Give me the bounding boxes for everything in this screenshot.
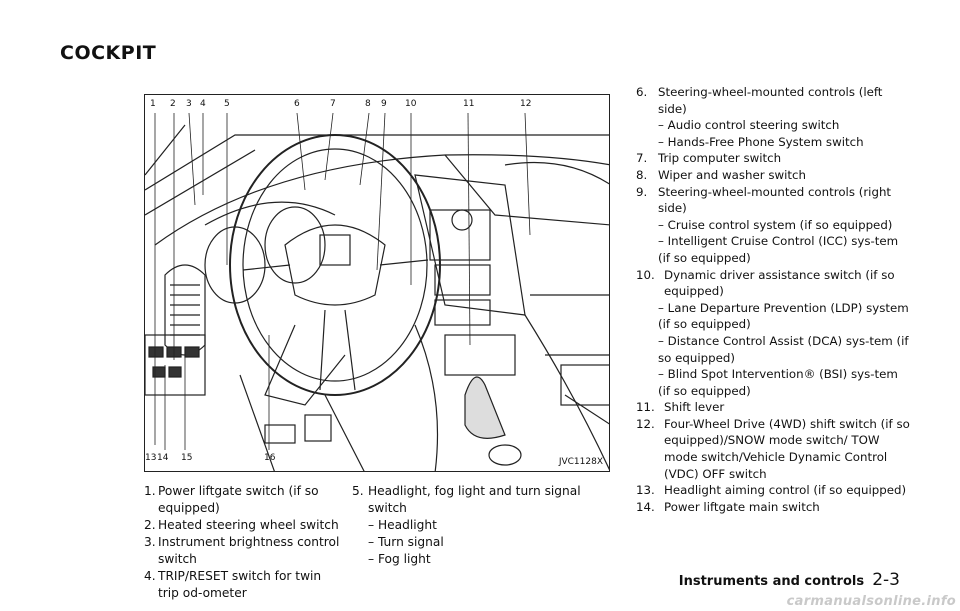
item-number: 9. xyxy=(636,184,648,199)
list-column-1: 1. Power liftgate switch (if so equipped… xyxy=(144,483,344,602)
list-item: 11. Shift lever xyxy=(636,399,911,416)
item-text: Steering-wheel-mounted controls (left si… xyxy=(658,85,883,116)
page-footer: Instruments and controls 2-3 xyxy=(679,570,900,590)
item-number: 12. xyxy=(636,416,655,431)
item-text: Headlight aiming control (if so equipped… xyxy=(664,483,907,498)
item-text: Heated steering wheel switch xyxy=(158,518,339,532)
item-number: 4. xyxy=(144,569,156,583)
figure-id: JVC1128X xyxy=(558,457,603,467)
callout-14: 14 xyxy=(157,453,169,463)
sub-item: – Audio control steering switch xyxy=(658,118,840,133)
item-text: Instrument brightness control switch xyxy=(158,535,340,566)
callout-2: 2 xyxy=(170,99,176,109)
page-title: COCKPIT xyxy=(60,42,157,64)
item-number: 13. xyxy=(636,483,655,498)
list-item: 3. Instrument brightness control switch xyxy=(144,534,344,568)
item-number: 8. xyxy=(636,167,648,182)
callout-8: 8 xyxy=(365,99,371,109)
sub-item: – Hands-Free Phone System switch xyxy=(658,134,864,149)
sub-item: – Turn signal xyxy=(368,535,444,549)
list-item: 4. TRIP/RESET switch for twin trip od-om… xyxy=(144,568,344,602)
callout-5: 5 xyxy=(224,99,230,109)
item-number: 10. xyxy=(636,267,655,282)
section-name: Instruments and controls xyxy=(678,574,865,589)
cockpit-drawing xyxy=(145,112,609,471)
item-text: Steering-wheel-mounted controls (right s… xyxy=(658,184,892,216)
item-text: Wiper and washer switch xyxy=(658,167,806,182)
list-item: 9. Steering-wheel-mounted controls (righ… xyxy=(636,184,911,217)
sub-item: – Distance Control Assist (DCA) sys-tem … xyxy=(658,333,909,365)
item-number: 14. xyxy=(636,499,655,514)
item-number: 5. xyxy=(352,484,364,498)
watermark-link[interactable]: carmanualsonline.info xyxy=(786,594,956,609)
callout-6: 6 xyxy=(294,99,300,109)
callout-3: 3 xyxy=(186,99,192,109)
item-text: Four-Wheel Drive (4WD) shift switch (if … xyxy=(664,416,910,481)
sub-item: – Blind Spot Intervention® (BSI) sys-tem… xyxy=(658,367,898,398)
callout-15: 15 xyxy=(181,453,193,463)
callout-13: 13 xyxy=(145,453,157,463)
item-text: TRIP/RESET switch for twin trip od-omete… xyxy=(158,569,322,600)
sub-item: – Fog light xyxy=(368,552,431,566)
sub-item: – Cruise control system (if so equipped) xyxy=(658,217,893,232)
callout-11: 11 xyxy=(463,99,475,109)
list-item: 12. Four-Wheel Drive (4WD) shift switch … xyxy=(636,416,911,482)
item-number: 7. xyxy=(636,151,648,166)
list-item: 7. Trip computer switch xyxy=(636,150,911,167)
item-number: 3. xyxy=(144,535,156,549)
list-item: 14. Power liftgate main switch xyxy=(636,499,911,516)
item-number: 6. xyxy=(636,85,648,99)
item-text: Power liftgate main switch xyxy=(664,499,820,514)
list-column-2: 5. Headlight, fog light and turn signal … xyxy=(352,483,614,568)
list-item: 10. Dynamic driver assistance switch (if… xyxy=(636,267,911,300)
item-text: Trip computer switch xyxy=(658,151,782,166)
sub-item: – Headlight xyxy=(368,518,437,532)
list-item: 6. Steering-wheel-mounted controls (left… xyxy=(636,84,911,117)
callout-4: 4 xyxy=(200,99,206,109)
callout-9: 9 xyxy=(381,99,387,109)
callout-7: 7 xyxy=(330,99,336,109)
sub-item: – Intelligent Cruise Control (ICC) sys-t… xyxy=(658,234,899,265)
callout-1: 1 xyxy=(150,99,156,109)
page-number: 2-3 xyxy=(872,570,900,590)
list-item: 2. Heated steering wheel switch xyxy=(144,517,344,534)
list-column-3: 6. Steering-wheel-mounted controls (left… xyxy=(636,84,911,515)
list-item: 1. Power liftgate switch (if so equipped… xyxy=(144,483,344,517)
cockpit-illustration: 1 2 3 4 5 6 7 8 9 10 11 12 13 14 15 16 J… xyxy=(144,94,610,472)
callout-16: 16 xyxy=(264,453,276,463)
sub-item: – Lane Departure Prevention (LDP) system… xyxy=(658,300,909,332)
callout-12: 12 xyxy=(520,99,532,109)
item-text: Shift lever xyxy=(664,400,725,415)
item-text: Power liftgate switch (if so equipped) xyxy=(158,484,319,515)
item-number: 11. xyxy=(636,400,655,415)
item-number: 1. xyxy=(144,484,156,498)
list-item: 8. Wiper and washer switch xyxy=(636,167,911,184)
item-text: Dynamic driver assistance switch (if so … xyxy=(664,267,895,299)
list-item: 5. Headlight, fog light and turn signal … xyxy=(352,483,614,517)
item-text: Headlight, fog light and turn signal swi… xyxy=(368,484,581,515)
callout-10: 10 xyxy=(405,99,417,109)
list-item: 13. Headlight aiming control (if so equi… xyxy=(636,482,911,499)
item-number: 2. xyxy=(144,518,156,532)
